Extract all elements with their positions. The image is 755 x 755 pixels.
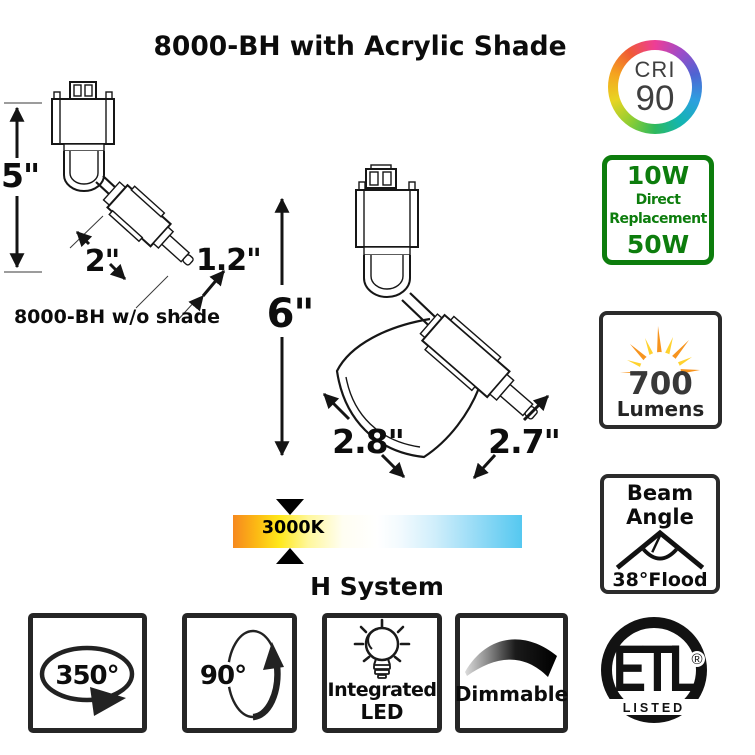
track-adapter-small [51, 81, 115, 192]
sun-icon [620, 326, 700, 373]
body-length-label: 2" [85, 244, 120, 279]
rotation-90-icon: 90° [197, 629, 284, 721]
led-label-line2: LED [360, 699, 404, 724]
dimming-swoosh-icon [465, 639, 557, 677]
fixture-drawing-large: 6" [267, 164, 561, 480]
lamp-body-small [102, 181, 194, 266]
etl-listed-logo: ETL LISTED ® [601, 617, 707, 723]
cri-ring-inner: CRI 90 [618, 50, 692, 124]
cct-label: 3000K [261, 518, 325, 538]
track-adapter-large [355, 164, 419, 298]
dimension-height-small: 5" [1, 102, 42, 273]
dimmable-badge: Dimmable [455, 613, 568, 733]
lumens-badge: 700 Lumens [599, 311, 722, 429]
tip-length-label: 1.2" [196, 243, 261, 278]
shade-width-label: 2.8" [332, 422, 404, 461]
dimension-body-length-small: 2" [69, 215, 169, 309]
integrated-led-badge: Integrated LED [322, 613, 442, 733]
light-bulb-icon [353, 618, 411, 679]
cct-marker-top-icon [276, 499, 304, 515]
beam-word1: Beam [626, 481, 694, 505]
beam-angle-icon [615, 530, 705, 570]
beam-angle-value: 38°Flood [612, 569, 708, 591]
dimension-shade-width: 2.8" [322, 392, 406, 479]
rotation-350-icon: 350° [39, 645, 135, 716]
system-label: H System [310, 572, 444, 601]
cri-badge: CRI 90 [608, 40, 702, 134]
height-small-label: 5" [1, 156, 39, 195]
shade-depth-label: 2.7" [488, 422, 560, 461]
horizontal-rotation-badge: 350° [28, 613, 147, 733]
replacement-word2: Replacement [609, 211, 707, 228]
page-title: 8000-BH with Acrylic Shade [153, 31, 567, 62]
dimension-tip-length-small: 1.2" [175, 243, 262, 323]
cct-marker-bottom-icon [276, 548, 304, 564]
beam-angle-badge: Beam Angle 38°Flood [600, 474, 720, 594]
lumens-unit: Lumens [616, 397, 705, 422]
beam-word2: Angle [626, 505, 694, 530]
dimmable-label: Dimmable [454, 682, 569, 706]
color-temperature-bar [233, 515, 522, 548]
shade-rim-line [345, 376, 421, 448]
vertical-rotation-badge: 90° [182, 613, 297, 733]
led-label-line1: Integrated [327, 679, 437, 701]
acrylic-shade-outline [335, 317, 481, 459]
lumens-value: 700 [628, 366, 693, 402]
old-wattage: 50W [626, 230, 690, 259]
etl-letters: ETL [613, 632, 698, 705]
dimension-shade-depth: 2.7" [472, 394, 561, 480]
cri-value: 90 [635, 78, 675, 118]
rotation-350-label: 350° [55, 661, 118, 691]
replacement-word1: Direct [635, 191, 681, 208]
fixture-drawing-small: 5" [1, 81, 262, 323]
new-wattage: 10W [626, 161, 690, 190]
wattage-replacement-badge: 10W Direct Replacement 50W [602, 155, 714, 265]
etl-listed-text: LISTED [623, 701, 685, 715]
small-fixture-caption: 8000-BH w/o shade [13, 306, 221, 328]
etl-registered-mark: ® [691, 651, 702, 668]
cri-label: CRI [634, 56, 676, 82]
rotation-90-label: 90° [200, 661, 246, 691]
height-large-label: 6" [267, 291, 314, 337]
dimension-height-large: 6" [267, 197, 314, 457]
